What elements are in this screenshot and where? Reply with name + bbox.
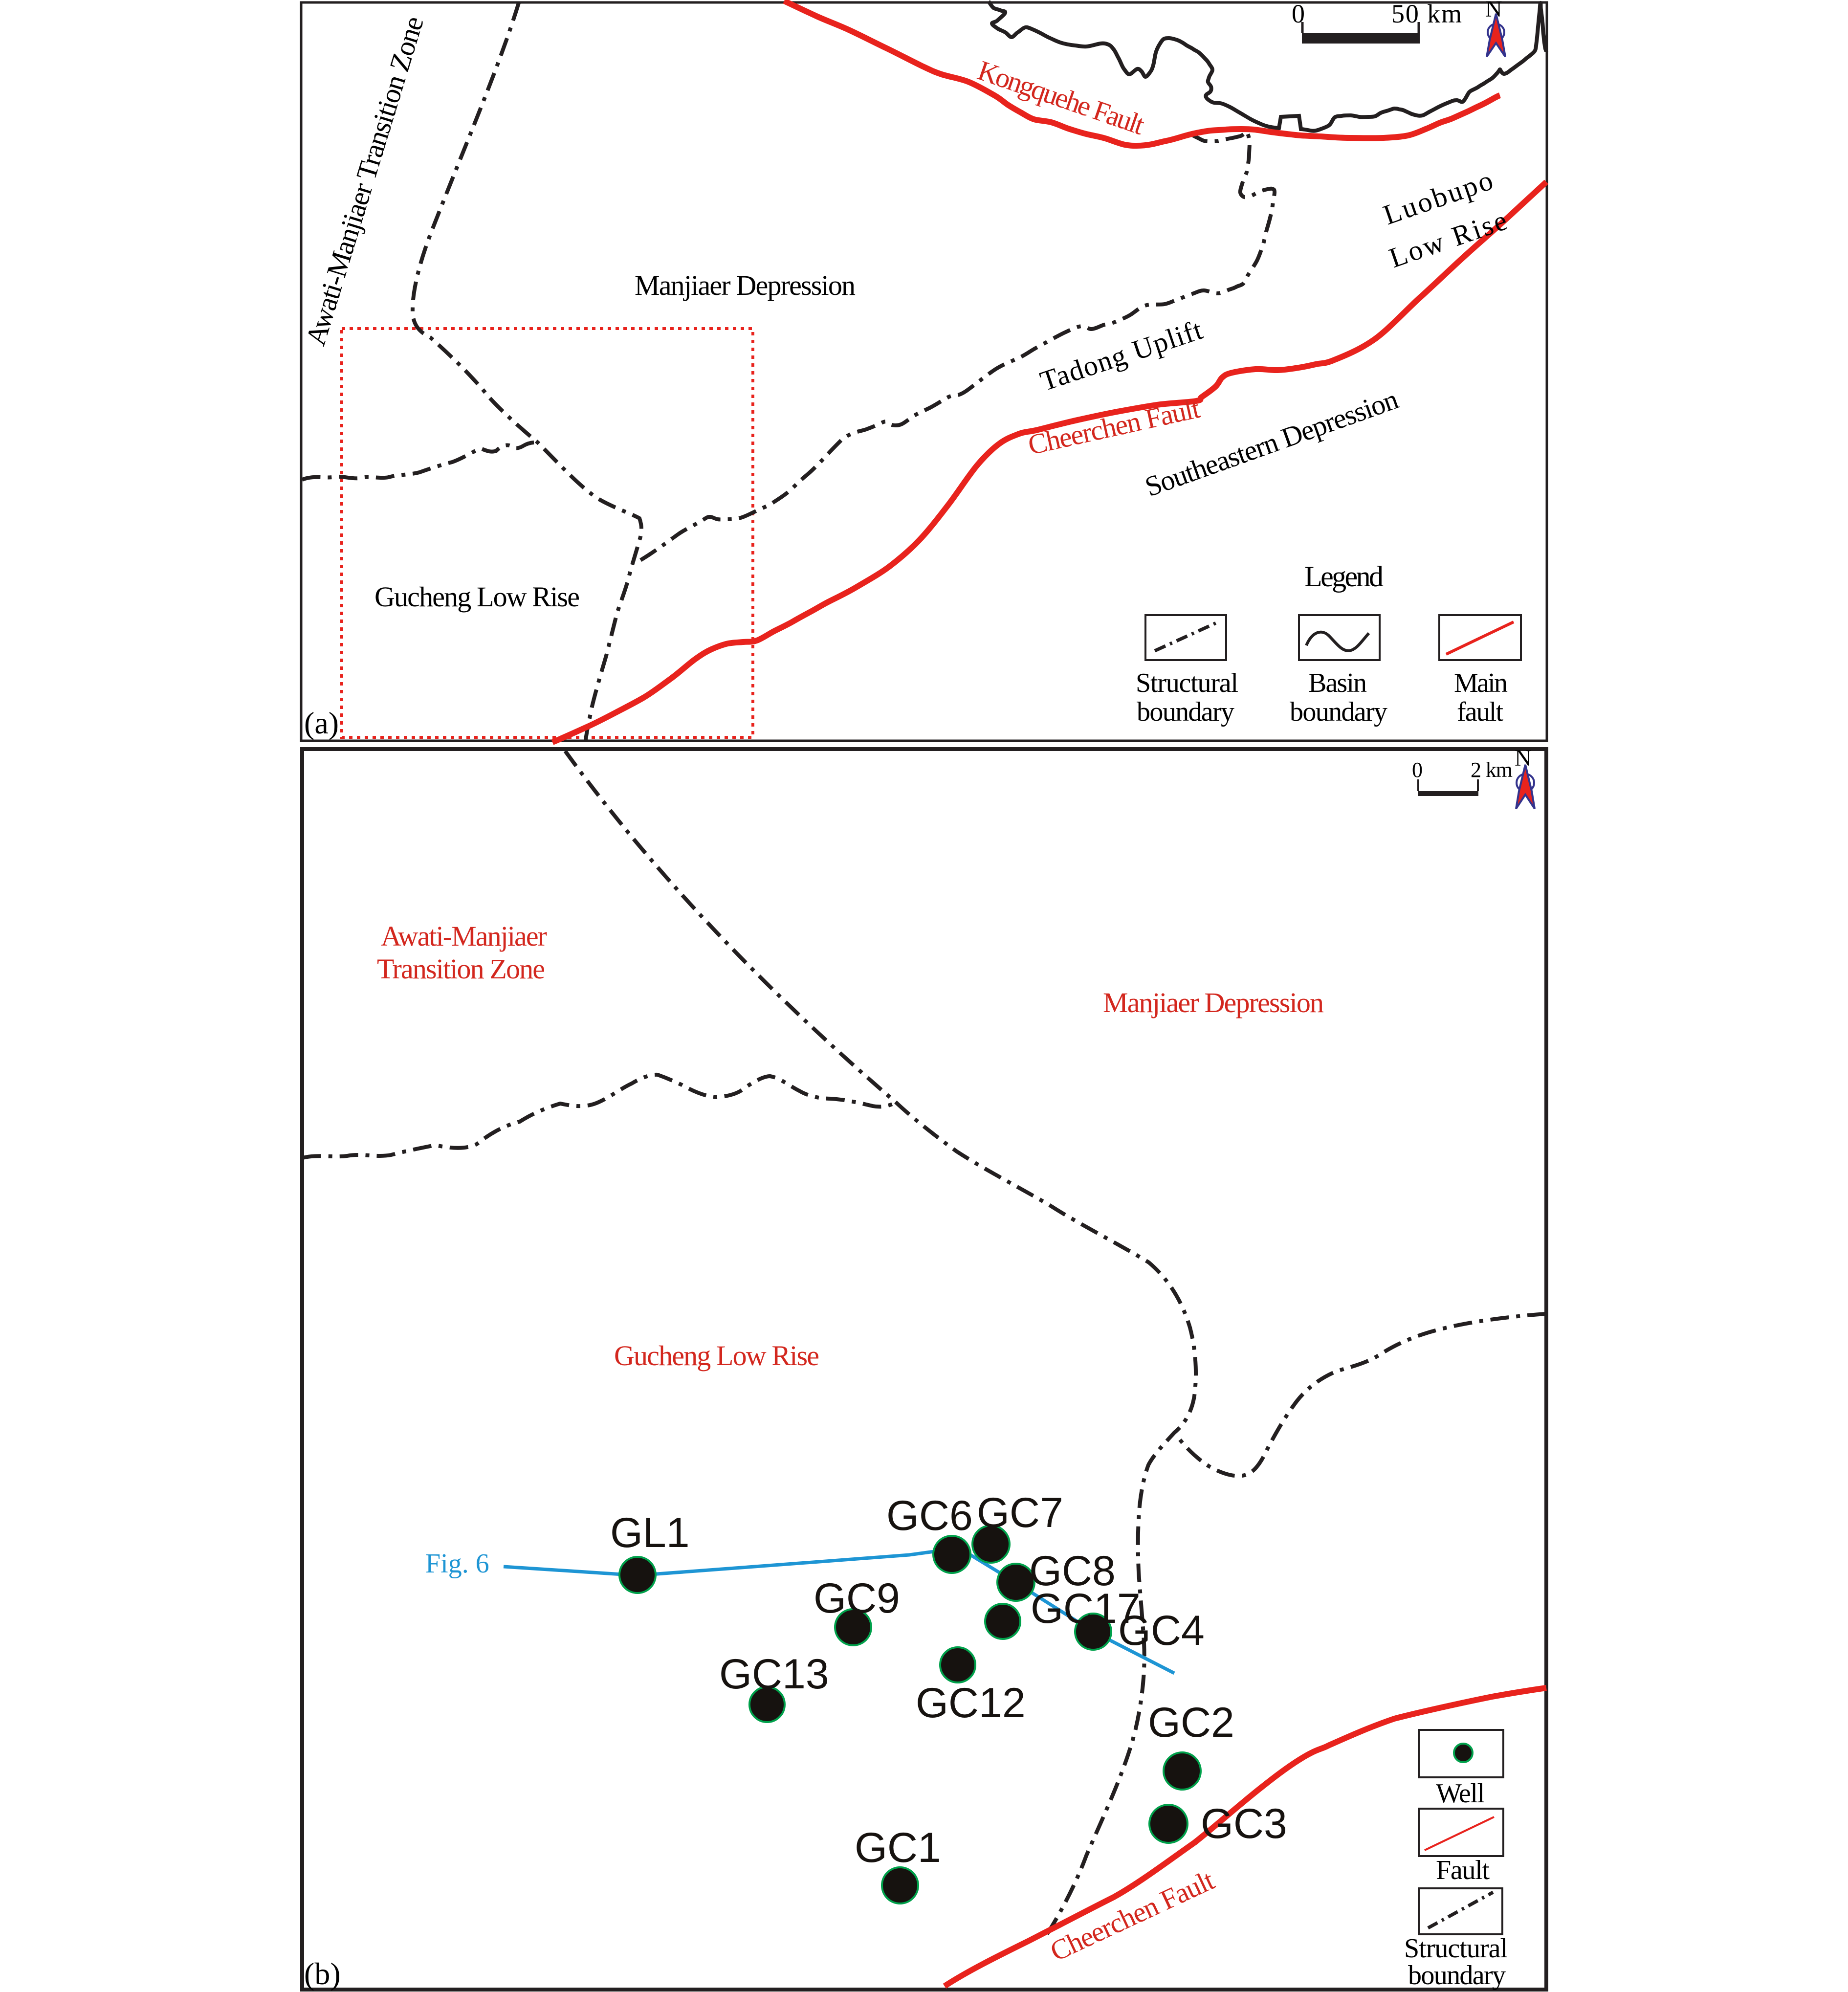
svg-text:GC4: GC4 — [1118, 1607, 1205, 1654]
svg-text:GC7: GC7 — [977, 1489, 1063, 1536]
svg-text:Fig. 6: Fig. 6 — [425, 1549, 489, 1579]
svg-text:GC8: GC8 — [1029, 1548, 1116, 1594]
svg-text:GC9: GC9 — [814, 1575, 900, 1622]
svg-text:Main: Main — [1454, 668, 1508, 698]
svg-text:Gucheng Low Rise: Gucheng Low Rise — [614, 1340, 819, 1372]
svg-text:Gucheng Low Rise: Gucheng Low Rise — [374, 581, 580, 613]
svg-text:GC17: GC17 — [1031, 1585, 1141, 1632]
svg-text:GC1: GC1 — [855, 1824, 941, 1871]
svg-text:N: N — [1485, 0, 1502, 22]
svg-text:GC12: GC12 — [916, 1680, 1026, 1726]
svg-text:GL1: GL1 — [610, 1509, 690, 1556]
svg-text:Manjiaer Depression: Manjiaer Depression — [1103, 987, 1324, 1018]
svg-text:GC3: GC3 — [1201, 1800, 1287, 1847]
svg-text:Fault: Fault — [1436, 1855, 1490, 1885]
svg-text:N: N — [1515, 745, 1532, 771]
svg-text:(b): (b) — [304, 1956, 341, 1991]
svg-text:Awati-Manjiaer: Awati-Manjiaer — [381, 920, 547, 952]
svg-text:boundary: boundary — [1290, 697, 1387, 727]
svg-text:Well: Well — [1436, 1778, 1485, 1809]
svg-text:Structural: Structural — [1136, 668, 1238, 698]
svg-text:Manjiaer Depression: Manjiaer Depression — [635, 269, 856, 301]
svg-text:Legend: Legend — [1304, 560, 1384, 593]
svg-text:Basin: Basin — [1308, 668, 1367, 698]
svg-text:GC2: GC2 — [1148, 1699, 1234, 1746]
svg-text:fault: fault — [1457, 697, 1503, 727]
svg-text:Structural: Structural — [1404, 1933, 1508, 1964]
svg-text:boundary: boundary — [1137, 697, 1234, 727]
svg-text:(a): (a) — [304, 706, 339, 740]
svg-text:boundary: boundary — [1408, 1960, 1506, 1991]
svg-text:GC6: GC6 — [886, 1492, 973, 1539]
svg-text:0: 0 — [1292, 0, 1305, 28]
svg-text:2 km: 2 km — [1471, 758, 1513, 782]
svg-text:Transition Zone: Transition Zone — [377, 953, 545, 985]
svg-text:GC13: GC13 — [719, 1651, 829, 1698]
svg-text:0: 0 — [1412, 758, 1423, 782]
